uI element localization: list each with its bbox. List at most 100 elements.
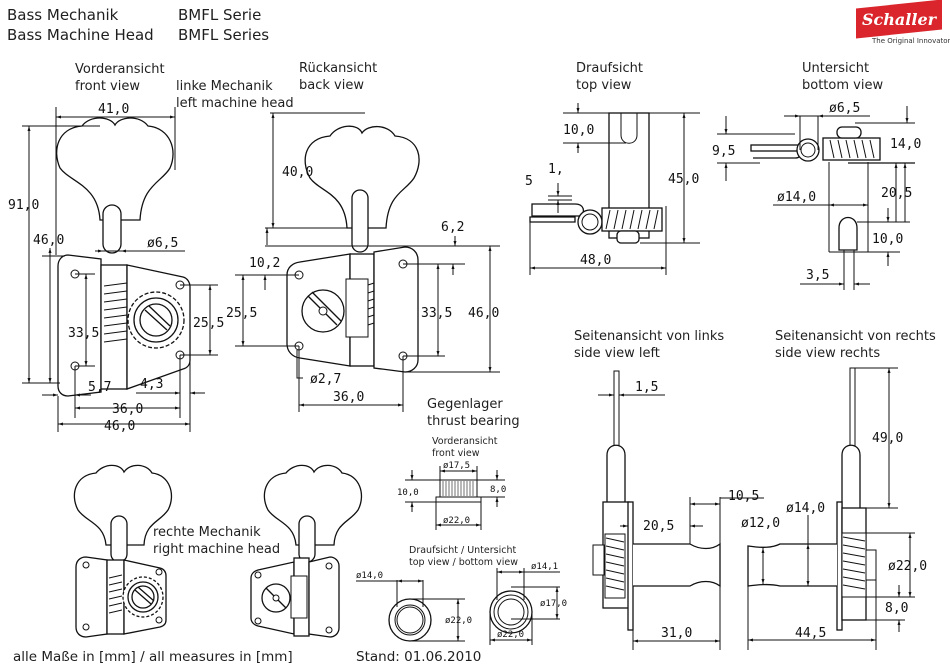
label-bottom-view-en: bottom view	[802, 78, 884, 93]
bottom-worm-gear	[829, 139, 875, 159]
bottom-plate-upper	[750, 144, 802, 152]
label-front-view-de: Vorderansicht	[75, 62, 165, 77]
side-left-bushing	[592, 544, 605, 576]
label-back-view-en: back view	[299, 78, 364, 93]
thrust-front-drawing: ø17,5 10,0 8,0 ø22,0	[397, 461, 506, 530]
dim-bottom-height-b: 14,0	[890, 137, 921, 152]
revision-date: Stand: 01.06.2010	[356, 649, 482, 665]
dim-thrust-a-inner-dia: ø14,0	[356, 571, 383, 581]
dim-back-key-height: 40,0	[282, 165, 313, 180]
front-key	[56, 117, 174, 221]
side-left-shaft	[606, 444, 626, 502]
dim-bottom-post-dia: ø14,0	[777, 190, 816, 205]
logo-tagline: The Original Innovators	[872, 37, 950, 45]
dim-bottom-offset: 20,5	[881, 186, 912, 201]
dim-front-plate-width: 46,0	[104, 419, 135, 434]
dim-back-gap: 6,2	[441, 220, 464, 235]
side-left-drawing: 1,5 20,5 31,0 10,5	[592, 370, 764, 650]
front-shaft	[102, 204, 122, 254]
dim-front-hole-spacing-right: 25,5	[193, 316, 224, 331]
label-side-left-de: Seitenansicht von links	[574, 329, 725, 344]
back-worm-gear	[367, 282, 375, 326]
label-bottom-view-de: Untersicht	[802, 61, 870, 76]
dim-bottom-slot-width: 3,5	[806, 268, 829, 283]
dim-front-offset-left: 5,7	[88, 380, 111, 395]
dim-bottom-height-a: 9,5	[712, 144, 735, 159]
dim-back-hole-dia: ø2,7	[310, 372, 341, 387]
label-side-right-de: Seitenansicht von rechts	[775, 329, 936, 344]
label-thrust-front-de: Vorderansicht	[432, 436, 498, 447]
thrust-b-outer	[489, 590, 533, 634]
side-right-drawing: 49,0 ø12,0 ø14,0 ø22,0 8,0 44,5	[741, 367, 927, 650]
thrust-topbottom-drawing: ø14,0 ø22,0 ø14,1 ø17,0 ø22,0	[356, 562, 567, 645]
side-left-worm	[605, 537, 625, 591]
side-left-flange	[627, 501, 634, 631]
front-plate	[57, 254, 102, 397]
label-right-head-en: right machine head	[153, 542, 281, 557]
right-head-back-right-plate	[308, 556, 340, 638]
label-thrust-de: Gegenlager	[427, 397, 503, 412]
right-head-left-plate	[75, 556, 108, 638]
dim-top-slot-depth: 10,0	[563, 123, 594, 138]
side-right-worm	[842, 536, 866, 590]
dim-thrust-height: 10,0	[397, 488, 419, 498]
side-right-bushing	[865, 549, 877, 581]
dim-thrust-b-inner-dia: ø14,1	[531, 562, 558, 572]
brand-logo: Schaller The Original Innovators	[848, 0, 950, 45]
right-head-back-drawing	[250, 464, 363, 638]
back-shaft	[351, 189, 369, 253]
label-front-view-en: front view	[75, 79, 140, 94]
bottom-bushing	[836, 126, 862, 139]
back-bushing-hole	[318, 306, 328, 316]
dim-thrust-knurl-height: 8,0	[490, 485, 506, 495]
dim-top-plate-thickness-a: 1,	[548, 162, 564, 177]
bottom-key-slot	[838, 216, 858, 251]
dim-top-width: 48,0	[580, 253, 611, 268]
dim-front-key-width: 41,0	[98, 102, 129, 117]
dim-top-height: 45,0	[668, 172, 699, 187]
front-worm-gear	[103, 282, 128, 343]
thrust-b-mid	[493, 594, 529, 630]
back-right-plate	[373, 246, 419, 373]
dim-front-offset-right: 4,3	[140, 377, 163, 392]
side-left-post	[633, 542, 721, 588]
dim-front-total-height: 91,0	[8, 198, 39, 213]
dim-side-right-waist-dia: ø12,0	[741, 516, 780, 531]
right-head-front-drawing	[73, 464, 173, 638]
dim-side-left-gap: 10,5	[728, 489, 759, 504]
back-view-drawing: 6,2 40,0 10,2 25,5 33,5 46,0 ø2,7 36,0	[226, 112, 500, 412]
side-left-gear	[604, 533, 626, 599]
dim-back-hole-spacing-right: 33,5	[421, 306, 452, 321]
title-english: Bass Machine Head	[7, 26, 154, 44]
side-right-flange	[836, 501, 843, 631]
label-top-view-en: top view	[576, 78, 632, 93]
title-german: Bass Mechanik	[7, 6, 119, 24]
top-bushing	[616, 230, 640, 244]
front-view-drawing: 41,0 91,0 46,0 ø6,5 33,5 25,5 5,7 4,3 36…	[8, 102, 224, 434]
dim-thrust-b-outer-dia: ø22,0	[497, 630, 524, 640]
side-right-post	[747, 543, 837, 587]
series-english: BMFL Series	[178, 26, 270, 44]
dim-back-hole-offset: 10,2	[249, 256, 280, 271]
side-right-gear	[841, 532, 867, 598]
thrust-a-mid	[394, 604, 426, 636]
dim-side-left-key-thickness: 1,5	[635, 380, 658, 395]
dim-side-right-key-height: 49,0	[872, 431, 903, 446]
dim-thrust-a-outer-dia: ø22,0	[445, 616, 472, 626]
dim-back-hole-pitch: 36,0	[333, 390, 364, 405]
dim-front-plate-height: 46,0	[33, 233, 64, 248]
dim-bottom-slot-depth: 10,0	[872, 232, 903, 247]
dim-side-left-post-length: 31,0	[661, 626, 692, 641]
units-note: alle Maße in [mm] / all measures in [mm]	[13, 649, 293, 665]
dim-back-plate-height: 46,0	[468, 306, 499, 321]
back-gear-cover	[345, 278, 369, 338]
dim-front-hole-spacing-left: 33,5	[68, 326, 99, 341]
label-back-view-de: Rückansicht	[299, 61, 378, 76]
dim-thrust-base-dia: ø22,0	[443, 516, 470, 526]
right-head-shaft	[110, 515, 128, 563]
side-right-shaft	[841, 444, 861, 508]
thrust-a-inner	[396, 606, 424, 634]
right-head-back-shaft	[298, 515, 316, 563]
series-german: BMFL Serie	[178, 6, 262, 24]
